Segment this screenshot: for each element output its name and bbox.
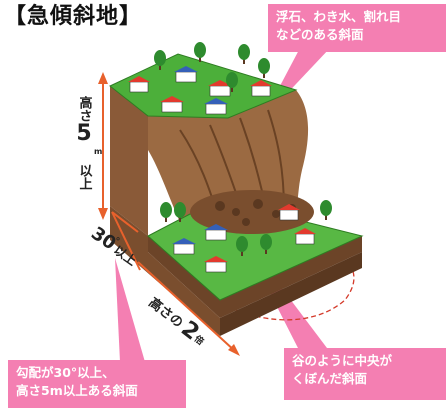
height-label: 高さ 5 m 以上	[76, 95, 102, 190]
debris-pile	[190, 190, 314, 234]
callout-top-right: 浮石、わき水、割れ目 などのある斜面	[268, 4, 446, 52]
height-label-number: 5	[76, 121, 91, 146]
angle-label-degree: °	[111, 236, 121, 248]
width-arrow	[137, 261, 240, 356]
page-title: 【急傾斜地】	[4, 4, 143, 29]
height-label-prefix: 高さ	[77, 95, 93, 122]
callout-top-right-line2: などのある斜面	[276, 27, 364, 42]
height-label-unit: m	[94, 147, 102, 156]
callout-top-right-line1: 浮石、わき水、割れ目	[276, 9, 402, 24]
callout-bottom-right-line2: くぼんだ斜面	[292, 371, 368, 386]
block-right-lower	[220, 252, 362, 336]
callout-bottom-left-line1: 勾配が30°以上、	[16, 365, 115, 380]
lower-houses	[172, 204, 316, 273]
block-front-face	[148, 236, 362, 318]
block-left-lower	[110, 206, 220, 336]
block-left-face	[110, 86, 148, 236]
upper-houses	[128, 66, 272, 115]
callout-bottom-left: 勾配が30°以上、 高さ5m以上ある斜面	[8, 360, 186, 408]
lower-trees	[160, 200, 332, 256]
upper-trees	[154, 42, 270, 92]
callout-bottom-left-line2: 高さ5m以上ある斜面	[16, 383, 138, 398]
callout-bottom-right-line1: 谷のように中央が	[292, 353, 393, 368]
upper-grass	[109, 53, 298, 119]
slope-outline-dashed	[149, 235, 355, 321]
callout-pointer-bottom-left	[115, 258, 145, 362]
height-label-suffix: 以上	[77, 164, 93, 190]
callout-bottom-right: 谷のように中央が くぼんだ斜面	[284, 348, 446, 400]
angle-mark	[111, 211, 141, 271]
height-arrow	[98, 72, 108, 220]
debris-rocks	[215, 199, 296, 226]
cliff-shading	[179, 109, 285, 223]
